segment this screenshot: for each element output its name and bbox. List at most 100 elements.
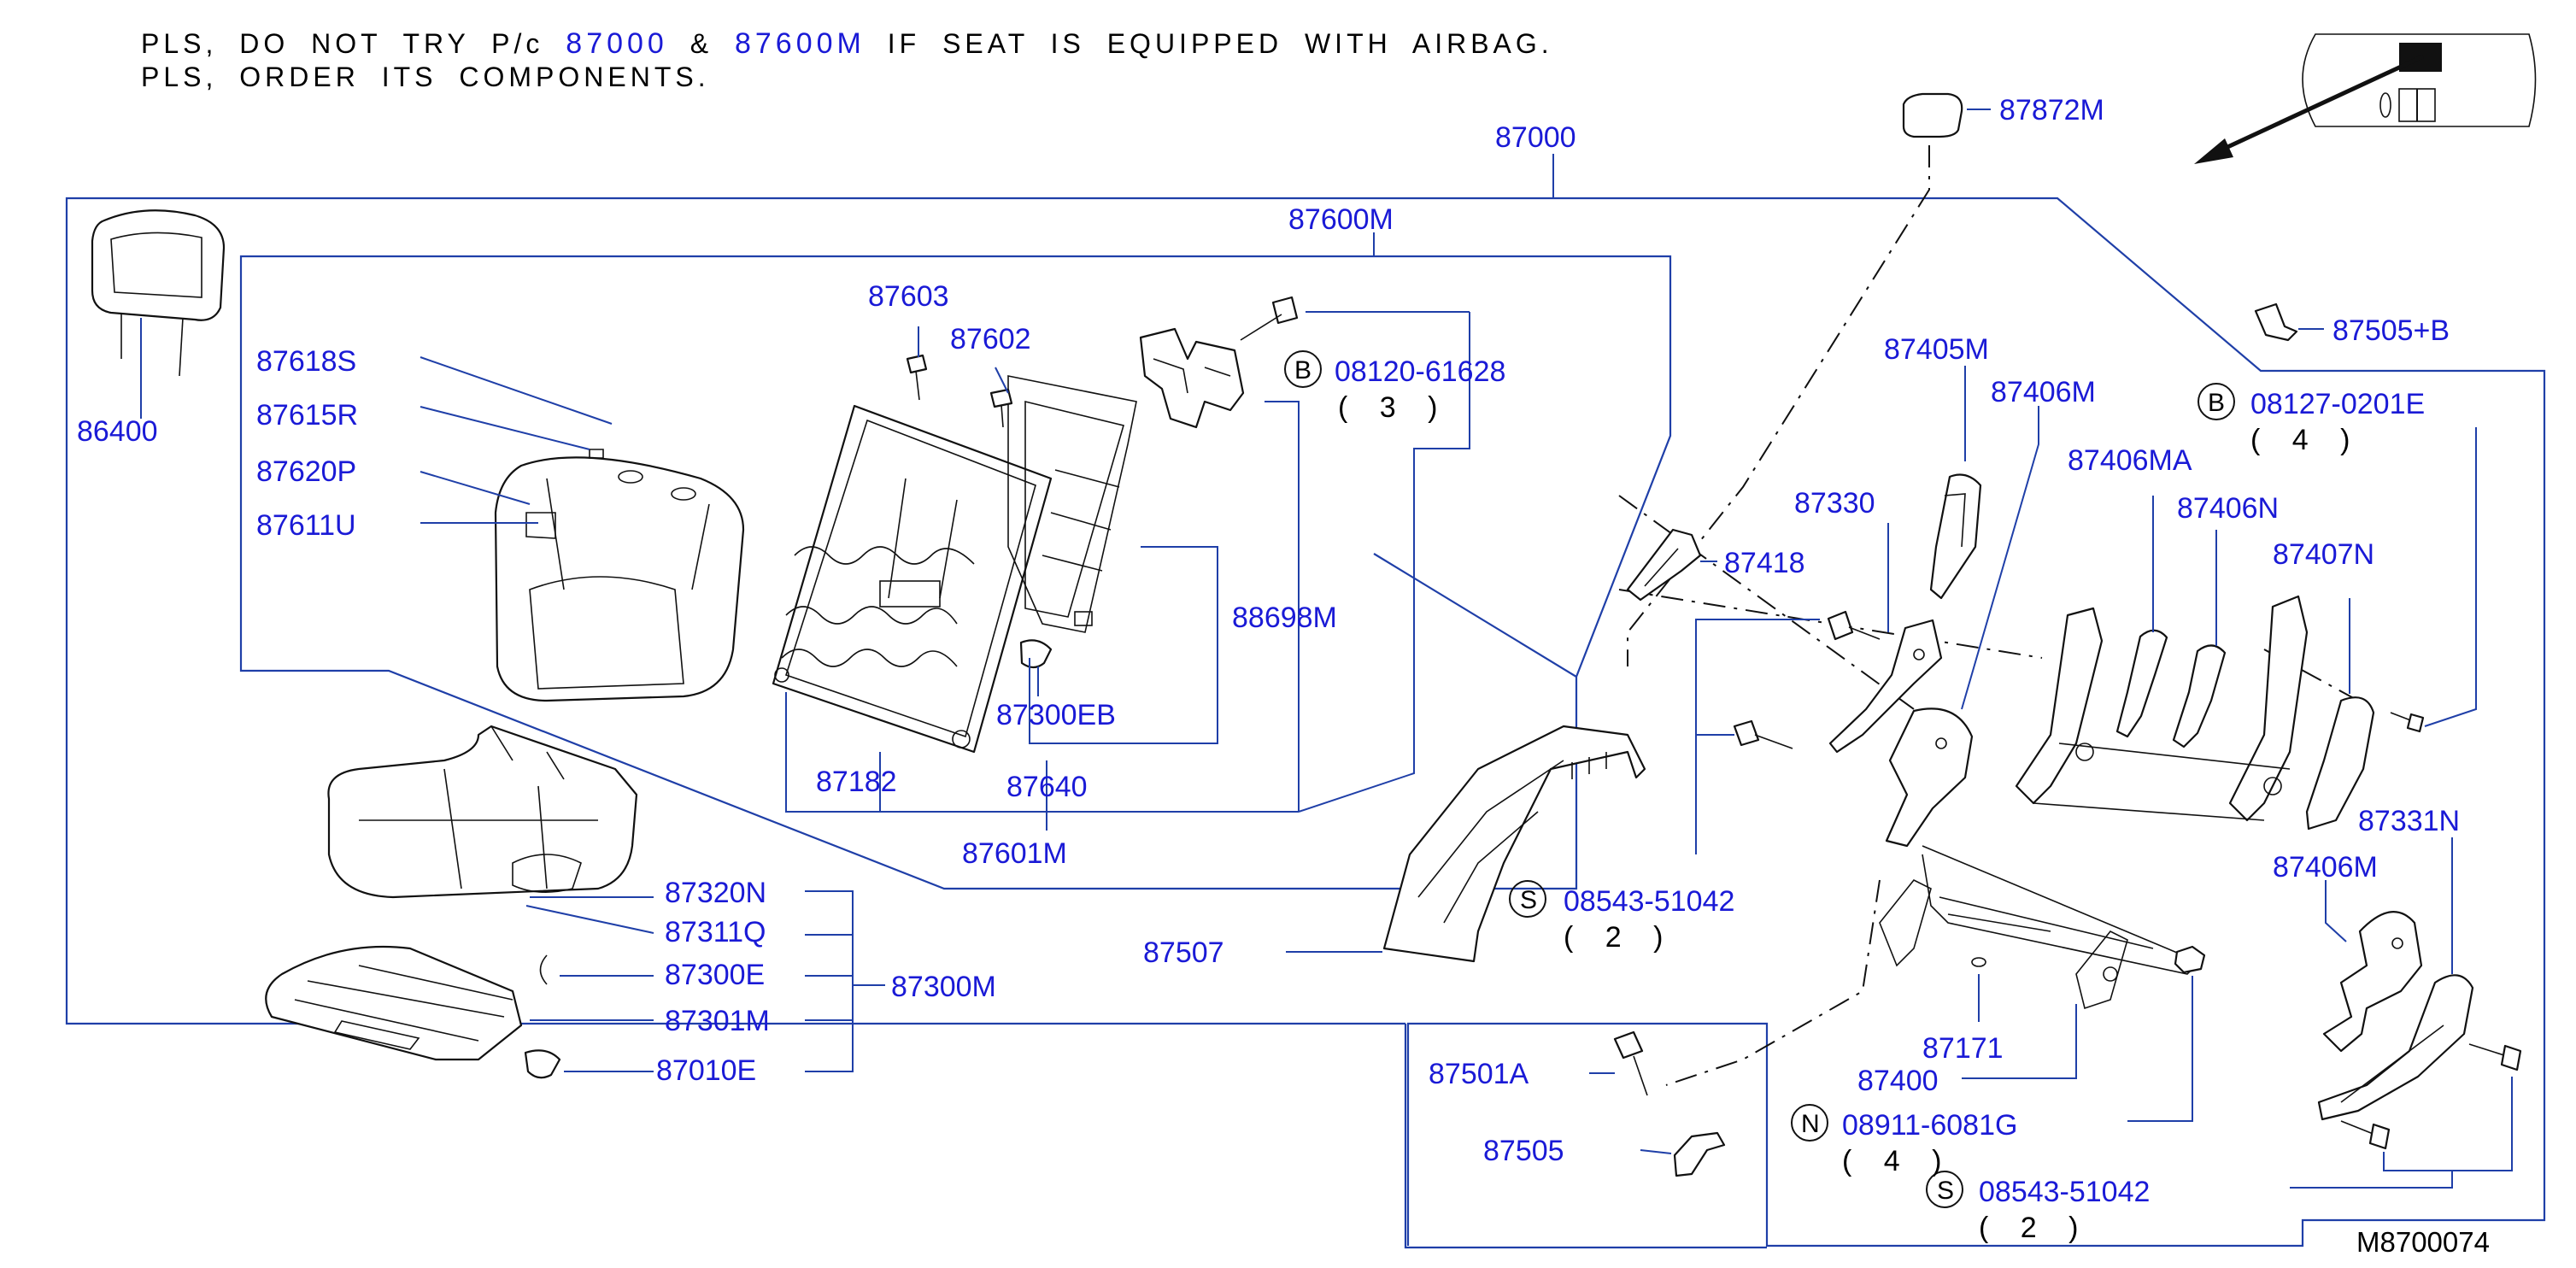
part-87872m: 87872M: [1999, 94, 2104, 126]
fastener-callout-s1[interactable]: S 08543-51042 ( 2 ): [1509, 880, 1734, 954]
part-87311q[interactable]: 87311Q: [665, 916, 766, 948]
fastener-code-s2: 08543-51042: [1979, 1176, 2150, 1208]
part-87611u[interactable]: 87611U: [256, 509, 356, 542]
side-trim-part: [1382, 725, 1646, 963]
seatback-cushion-part: [494, 449, 745, 702]
bracket-87331n: [2317, 974, 2474, 1121]
fastener-qty-b2: ( 4 ): [2250, 424, 2362, 456]
assembly-outline-87600m: [239, 232, 1672, 890]
part-87406n[interactable]: 87406N: [2177, 492, 2279, 525]
part-86400[interactable]: 86400: [77, 415, 158, 448]
part-87182[interactable]: 87182: [816, 766, 897, 798]
cap-87872m: [1902, 92, 1963, 138]
bolt-08543-51042-right-upper: [2468, 1043, 2522, 1071]
part-88698m[interactable]: 88698M: [1232, 602, 1337, 634]
nut-08911-6081g: [2174, 945, 2206, 974]
part-87505b[interactable]: 87505+B: [2332, 314, 2450, 347]
clip-87300e: [539, 954, 548, 985]
fastener-qty-n1: ( 4 ): [1842, 1145, 1953, 1177]
lumbar-bracket-part: [1139, 327, 1245, 429]
warning-note-line2: PLS, ORDER ITS COMPONENTS.: [141, 62, 710, 92]
part-87620p[interactable]: 87620P: [256, 455, 356, 488]
part-87615r[interactable]: 87615R: [256, 399, 358, 431]
screw-08120-61628: [1240, 296, 1299, 341]
fastener-code-s1: 08543-51042: [1564, 885, 1734, 918]
fastener-qty-s1: ( 2 ): [1564, 921, 1675, 954]
fastener-callout-n1[interactable]: N 08911-6081G ( 4 ): [1791, 1104, 2017, 1177]
note-part-87000: 87000: [566, 27, 668, 60]
fastener-code-b2: 08127-0201E: [2250, 388, 2425, 420]
part-87600m[interactable]: 87600M: [1288, 203, 1394, 236]
part-87418[interactable]: 87418: [1724, 547, 1805, 579]
part-87406m-right[interactable]: 87406M: [2273, 851, 2378, 883]
part-87505[interactable]: 87505: [1483, 1135, 1564, 1167]
part-87406m-top[interactable]: 87406M: [1991, 376, 2096, 408]
screw-08127-0201e: [2390, 712, 2425, 733]
washer-87171: [1971, 957, 1986, 967]
bolt-87602: [989, 388, 1013, 428]
svg-text:S: S: [1520, 886, 1537, 914]
assembly-outline-87000: [65, 154, 2546, 1249]
part-87618s[interactable]: 87618S: [256, 345, 356, 378]
svg-text:S: S: [1937, 1177, 1954, 1205]
cover-87406m-top: [1885, 707, 1974, 848]
lever-87418: [1626, 528, 1702, 602]
svg-text:B: B: [2208, 389, 2225, 417]
fastener-code-b1: 08120-61628: [1335, 355, 1505, 388]
clip-87505b: [2254, 302, 2298, 342]
bolt-08543-51042-lower: [1733, 719, 1793, 749]
hinge-87406ma: [2115, 629, 2168, 738]
part-87171[interactable]: 87171: [1922, 1032, 2004, 1065]
fastener-code-n1: 08911-6081G: [1842, 1109, 2017, 1142]
seat-cushion-part: [327, 725, 638, 899]
fastener-callout-s2[interactable]: S 08543-51042 ( 2 ): [1926, 1171, 2150, 1244]
bracket-87330: [1828, 619, 1943, 754]
svg-text:N: N: [1801, 1110, 1820, 1138]
part-87603[interactable]: 87603: [868, 280, 949, 313]
part-87300eb[interactable]: 87300EB: [996, 699, 1116, 731]
svg-text:B: B: [1294, 356, 1311, 385]
part-87501a[interactable]: 87501A: [1429, 1058, 1529, 1090]
clip-87010e: [524, 1049, 561, 1079]
direction-arrow-icon: [2194, 54, 2425, 164]
headrest-part: [91, 209, 226, 377]
seatback-rear-panel-part: [1007, 375, 1137, 633]
part-87602[interactable]: 87602: [950, 323, 1031, 355]
part-87405m[interactable]: 87405M: [1884, 333, 1989, 366]
clip-87300eb: [1019, 639, 1053, 669]
clip-87505: [1673, 1131, 1726, 1177]
warning-note-line1: PLS, DO NOT TRY P/c 87000 & 87600M IF SE…: [141, 27, 1553, 60]
seatback-frame-part: [772, 404, 1053, 754]
part-87000[interactable]: 87000: [1495, 121, 1576, 154]
diagram-reference-number: M8700074: [2356, 1226, 2490, 1258]
fastener-callout-b2[interactable]: B 08127-0201E ( 4 ): [2198, 383, 2425, 456]
hinge-87406n: [2172, 644, 2227, 748]
part-87331n[interactable]: 87331N: [2358, 805, 2460, 837]
bolt-08543-51042-right-lower: [2340, 1120, 2391, 1150]
part-87010e[interactable]: 87010E: [656, 1054, 756, 1087]
part-87400[interactable]: 87400: [1857, 1065, 1939, 1097]
note-part-87600m: 87600M: [735, 27, 866, 60]
part-87507[interactable]: 87507: [1143, 936, 1224, 969]
cover-87406m-right: [2322, 911, 2423, 1053]
bolt-87603: [906, 354, 928, 401]
part-87301m[interactable]: 87301M: [665, 1005, 770, 1037]
fastener-qty-b1: ( 3 ): [1338, 391, 1449, 424]
part-87601m[interactable]: 87601M: [962, 837, 1067, 870]
seat-track-assembly-part: [1879, 595, 2309, 1010]
part-87300e[interactable]: 87300E: [665, 959, 765, 991]
seat-cushion-pan-part: [265, 945, 523, 1061]
bolt-08543-51042-upper: [1827, 610, 1881, 641]
cover-87405m: [1929, 473, 1982, 600]
bolt-87501a: [1613, 1030, 1648, 1096]
part-87407n[interactable]: 87407N: [2273, 538, 2374, 571]
part-87300m[interactable]: 87300M: [891, 971, 996, 1003]
part-87330[interactable]: 87330: [1794, 487, 1875, 520]
fastener-callout-b1[interactable]: B 08120-61628 ( 3 ): [1284, 350, 1505, 424]
part-87640[interactable]: 87640: [1006, 771, 1088, 803]
fastener-qty-s2: ( 2 ): [1979, 1212, 2090, 1244]
part-87320n[interactable]: 87320N: [665, 877, 766, 909]
part-87406ma[interactable]: 87406MA: [2068, 444, 2192, 477]
cover-87407n: [2305, 696, 2375, 831]
